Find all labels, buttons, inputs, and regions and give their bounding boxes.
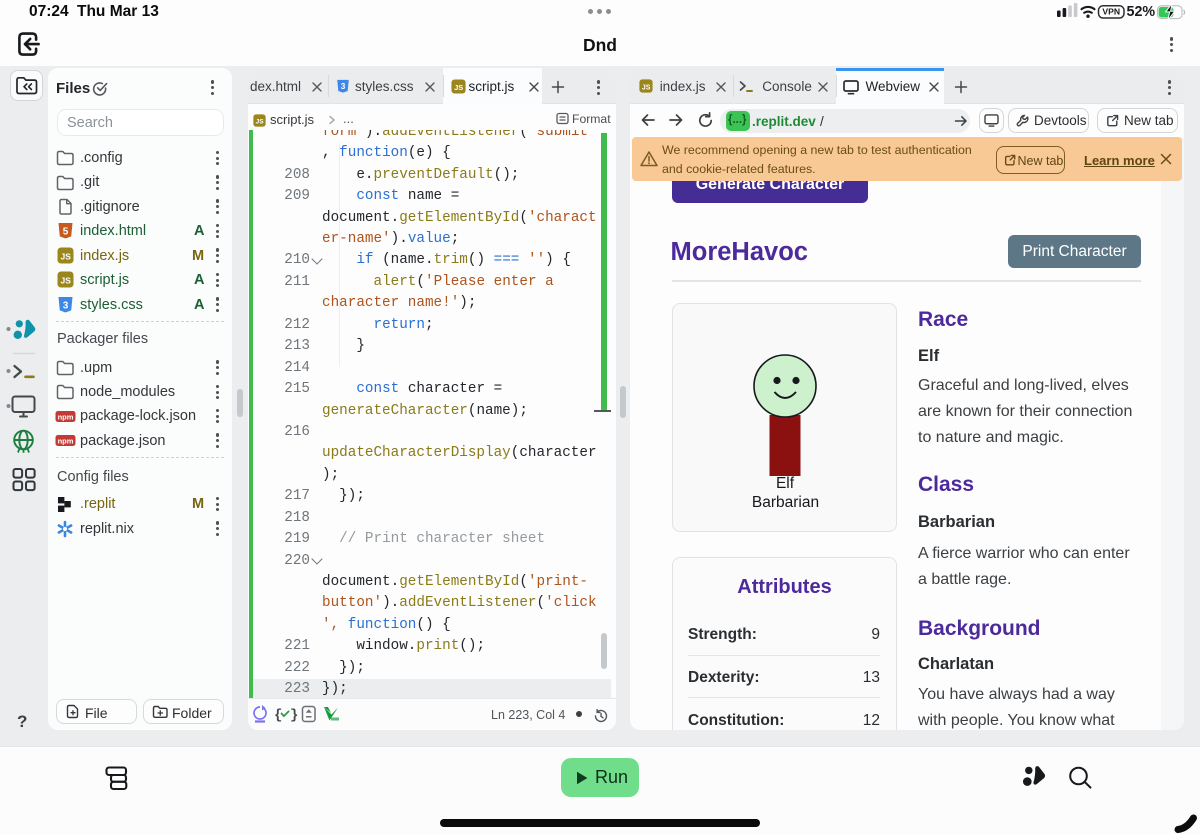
svg-text:VPN: VPN <box>1102 7 1120 17</box>
svg-text:52%: 52% <box>1127 4 1156 20</box>
svg-text:JS: JS <box>454 83 463 92</box>
svg-text:{: { <box>274 708 282 724</box>
svg-text:npm: npm <box>58 413 74 422</box>
svg-text:3: 3 <box>63 300 69 311</box>
svg-text:Elf: Elf <box>776 475 795 492</box>
svg-text:JS: JS <box>256 119 265 126</box>
svg-text:JS: JS <box>641 84 650 91</box>
svg-text:npm: npm <box>58 437 74 446</box>
svg-text:5: 5 <box>63 226 69 237</box>
svg-text:}: } <box>290 708 298 724</box>
svg-text:3: 3 <box>341 82 346 91</box>
svg-text:JS: JS <box>60 276 71 286</box>
svg-text:JS: JS <box>60 252 71 262</box>
svg-text:Barbarian: Barbarian <box>752 494 819 511</box>
